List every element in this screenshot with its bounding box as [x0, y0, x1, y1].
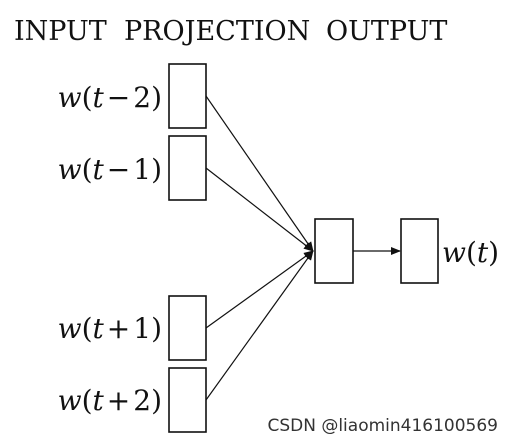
edge-input-0 [205, 95, 314, 252]
input-label-3: w(t+2) [58, 384, 162, 417]
input-label-0: w(t−2) [58, 81, 162, 114]
edge-input-3 [205, 250, 314, 401]
projection-node [314, 218, 354, 284]
input-node-3 [168, 367, 207, 433]
header-input: INPUT [14, 16, 107, 47]
header-projection: PROJECTION [124, 16, 310, 47]
input-label-1: w(t−1) [58, 153, 162, 186]
watermark: CSDN @liaomin416100569 [267, 416, 498, 436]
input-node-0 [168, 63, 207, 129]
header-output: OUTPUT [326, 16, 447, 47]
output-label: w(t) [442, 236, 499, 269]
output-node [400, 218, 439, 284]
input-node-2 [168, 295, 207, 361]
input-label-2: w(t+1) [58, 312, 162, 345]
input-node-1 [168, 135, 207, 201]
edge-input-1 [205, 167, 314, 252]
edge-input-2 [205, 250, 314, 329]
